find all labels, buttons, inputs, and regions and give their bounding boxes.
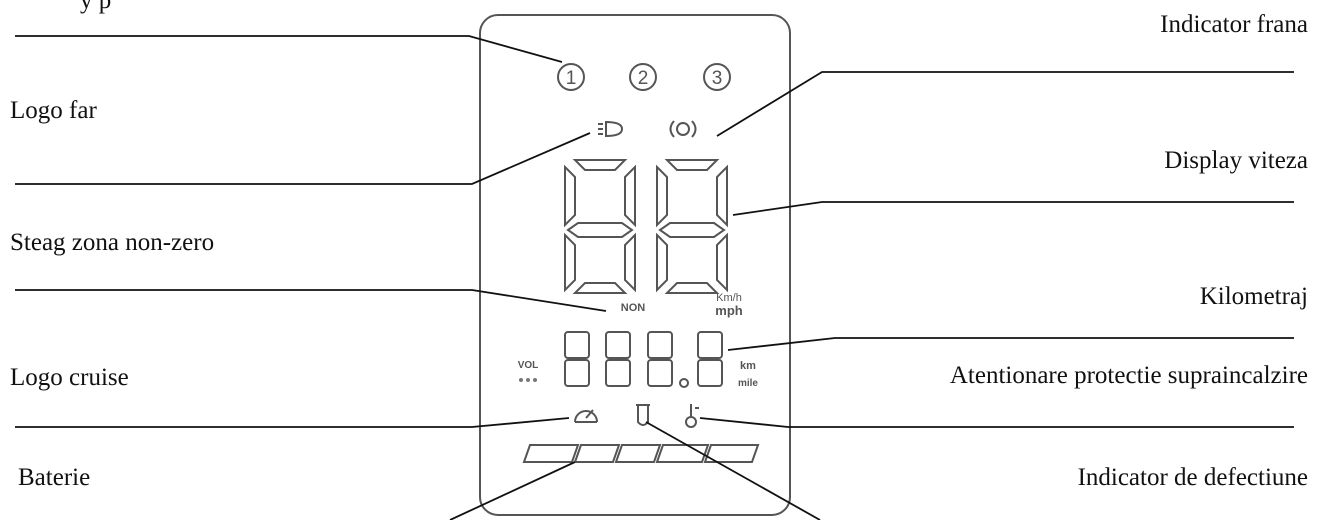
km-unit-text: km [740, 360, 756, 372]
leader-line-indicator-defectiune [645, 421, 821, 520]
battery-bar-4 [655, 444, 710, 463]
label-steag-zona-non-zero: Steag zona non-zero [10, 229, 215, 256]
label-baterie: Baterie [18, 464, 91, 491]
label-logo-far: Logo far [10, 97, 97, 124]
label-logo-cruise: Logo cruise [10, 364, 129, 391]
vol-text: VOL [518, 360, 539, 371]
battery-bar-3 [614, 444, 662, 463]
speed-digit-1 [564, 159, 636, 294]
lcd-frame [479, 14, 791, 516]
gear-2-indicator: 2 [629, 63, 657, 91]
non-zero-flag-text: NON [621, 302, 646, 314]
label-indicator-defectiune: Indicator de defectiune [1077, 464, 1308, 491]
label-indicator-frana: Indicator frana [1160, 11, 1308, 38]
leader-line-logo-far [15, 132, 591, 185]
leader-line-display-viteza [732, 201, 1294, 216]
leader-line-atentionare [699, 417, 1294, 428]
leader-line-gear [15, 35, 563, 63]
speed-digit-2 [656, 159, 728, 294]
temperature-icon [685, 404, 699, 428]
label-display-viteza: Display viteza [1164, 147, 1308, 174]
gear-2-text: 2 [638, 68, 649, 89]
odometer-digit-4 [697, 331, 723, 387]
leader-line-steag [15, 289, 607, 312]
odometer-digit-2 [605, 331, 631, 387]
battery-bar-1 [522, 444, 580, 463]
label-kilometraj: Kilometraj [1199, 283, 1308, 310]
headlight-icon [598, 120, 624, 138]
leader-line-indicator-frana [716, 71, 1294, 137]
vol-dots [519, 378, 537, 382]
odometer-decimal-point [679, 378, 689, 388]
leader-line-baterie [449, 461, 576, 520]
kmh-unit-text: Km/h [716, 292, 742, 304]
fault-icon [636, 404, 650, 426]
mile-unit-text: mile [738, 378, 758, 389]
brake-icon [669, 120, 697, 138]
mph-unit-text: mph [715, 303, 743, 318]
gear-3-indicator: 3 [703, 63, 731, 91]
cruise-icon [574, 409, 598, 423]
odometer-digit-3 [647, 331, 673, 387]
gear-1-text: 1 [566, 68, 577, 89]
gear-3-text: 3 [712, 68, 723, 89]
odometer-digit-1 [564, 331, 590, 387]
gear-1-indicator: 1 [557, 63, 585, 91]
battery-bar-2 [573, 444, 621, 463]
leader-line-logo-cruise [15, 417, 570, 428]
label-atentionare-supraincalzire: Atentionare protectie supraincalzire [949, 362, 1308, 389]
partial-top-label: y p [80, 0, 112, 14]
leader-line-kilometraj [727, 337, 1294, 351]
